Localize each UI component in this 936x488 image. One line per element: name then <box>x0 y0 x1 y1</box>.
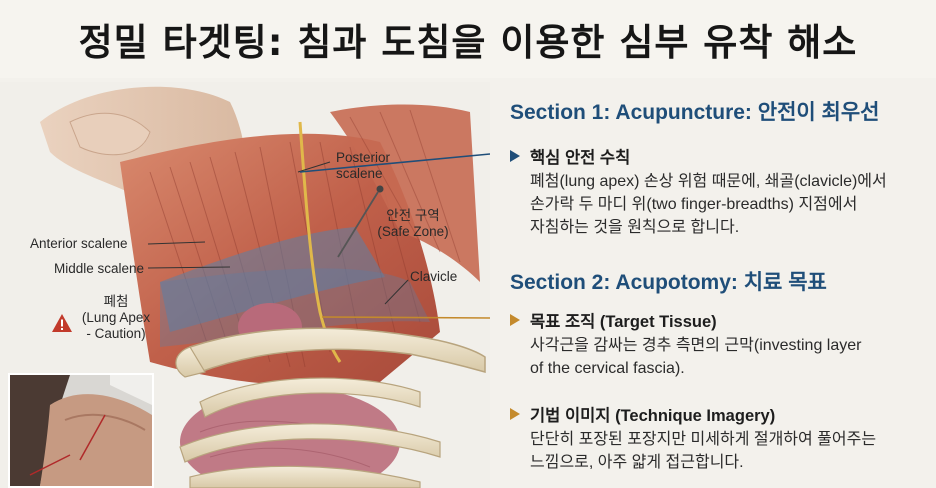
bullet-arrow-icon <box>510 150 520 162</box>
section-2-item2-heading: 기법 이미지 (Technique Imagery) <box>510 402 775 426</box>
clinical-photo <box>8 373 154 488</box>
page-title: 정밀 타겟팅: 침과 도침을 이용한 심부 유착 해소 <box>78 21 858 64</box>
label-clavicle: Clavicle <box>410 269 458 284</box>
neck-anatomy-drawing <box>40 86 490 488</box>
title-bar: 정밀 타겟팅: 침과 도침을 이용한 심부 유착 해소 <box>0 0 936 78</box>
needle-icon <box>337 191 379 258</box>
ear <box>69 112 151 156</box>
label-middle-scalene: Middle scalene <box>54 261 145 276</box>
bullet-arrow-icon <box>510 314 520 326</box>
arrow-to-section1 <box>299 153 490 173</box>
section-1-item-heading: 핵심 안전 수칙 <box>510 144 630 168</box>
section-2-item1-heading: 목표 조직 (Target Tissue) <box>510 308 717 332</box>
label-posterior-scalene: Posterior scalene <box>336 150 391 181</box>
section-1-item-text: 폐첨(lung apex) 손상 위험 때문에, 쇄골(clavicle)에서 … <box>530 173 887 236</box>
safe-zone-band <box>160 268 430 347</box>
section-2-item2-text: 단단히 포장된 포장지만 미세하게 절개하여 풀어주는 느낌으로, 아주 얇게 … <box>530 431 877 471</box>
label-safe-zone: 안전 구역 (Safe Zone) <box>377 208 449 239</box>
label-anterior-scalene: Anterior scalene <box>30 236 128 251</box>
bullet-arrow-icon <box>510 408 520 420</box>
clavicle-bone <box>189 327 486 373</box>
section-2-item1-text: 사각근을 감싸는 경추 측면의 근막(investing layer of th… <box>530 337 862 377</box>
safe-zone-area <box>160 227 385 332</box>
section-2-title: Section 2: Acupotomy: 치료 목표 <box>510 271 827 294</box>
warning-icon <box>52 314 72 332</box>
trapezius-muscle <box>330 104 480 282</box>
ribs <box>179 377 441 488</box>
info-panel: Section 1: Acupuncture: 안전이 최우선 핵심 안전 수칙… <box>500 82 930 488</box>
label-lung-apex: 폐첨 (Lung Apex - Caution) <box>81 294 151 341</box>
section-1-title: Section 1: Acupuncture: 안전이 최우선 <box>510 101 880 124</box>
label-leaders <box>147 161 409 305</box>
arrow-to-section2 <box>321 316 490 319</box>
